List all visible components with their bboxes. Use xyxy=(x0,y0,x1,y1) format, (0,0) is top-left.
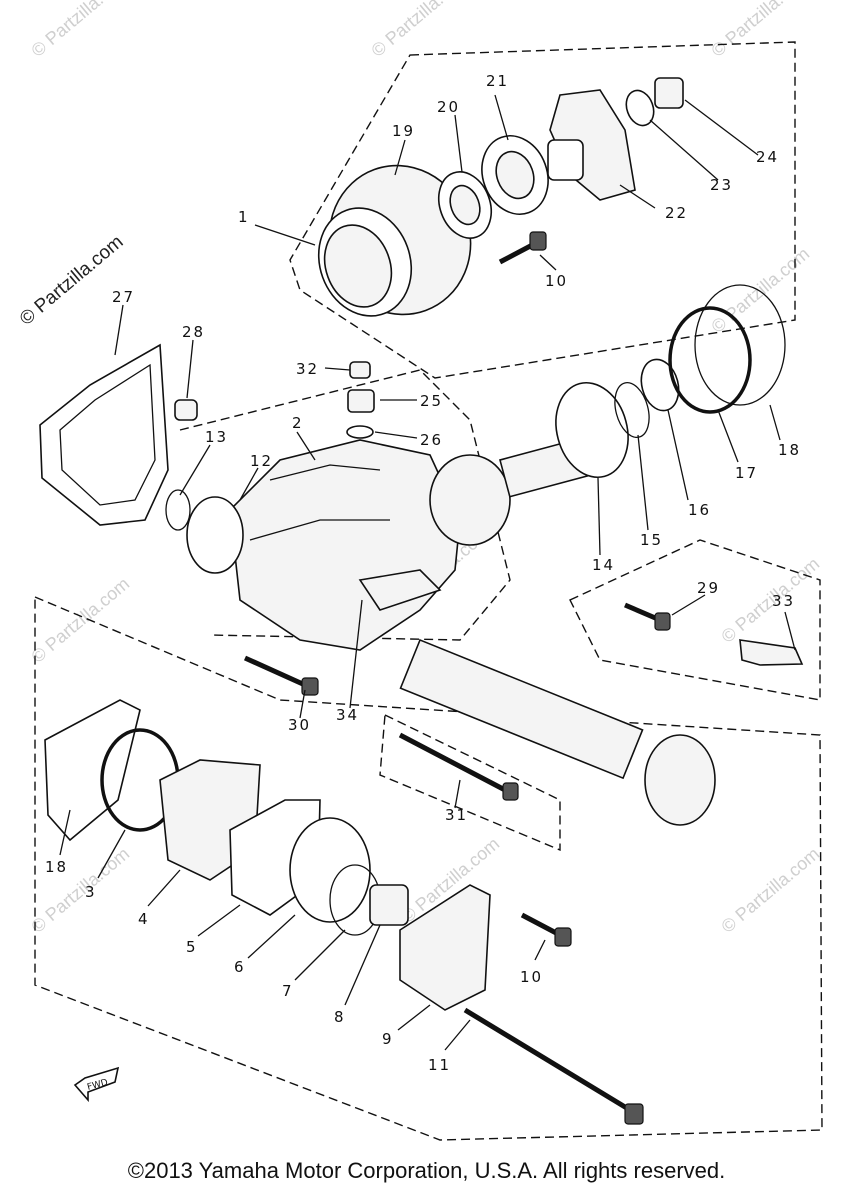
part-11-long-bolt xyxy=(463,1007,644,1125)
label-10-lower: 10 xyxy=(520,968,543,986)
label-31: 31 xyxy=(445,806,468,824)
label-18-lower: 18 xyxy=(45,858,68,876)
part-number-labels: 1 2 3 4 5 6 7 8 9 10 10 11 12 13 14 15 1… xyxy=(45,72,801,1074)
part-15-ring xyxy=(614,381,650,439)
part-31-stud xyxy=(398,732,519,801)
label-18-upper: 18 xyxy=(778,441,801,459)
part-24-nut xyxy=(654,77,684,109)
label-25: 25 xyxy=(420,392,443,410)
fwd-arrow-icon: FWD xyxy=(73,1066,120,1103)
label-5: 5 xyxy=(186,938,198,956)
part-10-upper-bolt xyxy=(498,231,547,265)
label-4: 4 xyxy=(138,910,150,928)
part-18-upper-gasket xyxy=(694,284,786,406)
label-11: 11 xyxy=(428,1056,451,1074)
part-30-stud xyxy=(243,655,319,696)
part-14-bearing xyxy=(555,381,629,479)
label-29: 29 xyxy=(697,579,720,597)
label-32: 32 xyxy=(296,360,319,378)
lower-group-outline xyxy=(34,595,823,1141)
label-17: 17 xyxy=(735,464,758,482)
label-15: 15 xyxy=(640,531,663,549)
part-23-washer xyxy=(625,89,655,127)
upper-group-outline xyxy=(289,41,796,379)
label-21: 21 xyxy=(486,72,509,90)
label-2: 2 xyxy=(292,414,304,432)
part-34-ring xyxy=(358,569,442,611)
part-9-end-cap xyxy=(399,884,491,1011)
part-13-circlip xyxy=(165,489,191,531)
part-29-bolt xyxy=(624,602,671,631)
part-18-lower-gasket xyxy=(44,699,141,842)
label-8: 8 xyxy=(334,1008,346,1026)
label-23: 23 xyxy=(710,176,733,194)
label-24: 24 xyxy=(756,148,779,166)
part-17-oring xyxy=(668,306,752,414)
label-34: 34 xyxy=(336,706,359,724)
label-13: 13 xyxy=(205,428,228,446)
part-27-gasket xyxy=(39,343,169,526)
label-27: 27 xyxy=(112,288,135,306)
part-16-spacer xyxy=(640,358,680,412)
label-14: 14 xyxy=(592,556,615,574)
label-26: 26 xyxy=(420,431,443,449)
leader-lines xyxy=(59,94,796,1051)
shaft-group-outline xyxy=(379,713,561,852)
part-2-housing xyxy=(229,439,461,651)
part-20-seal xyxy=(437,171,493,239)
label-3: 3 xyxy=(85,883,97,901)
drive-shaft xyxy=(399,638,716,826)
label-30: 30 xyxy=(288,716,311,734)
part-8-nut xyxy=(369,884,409,926)
label-9: 9 xyxy=(382,1030,394,1048)
label-28: 28 xyxy=(182,323,205,341)
part-25-plug xyxy=(347,389,375,413)
part-28-dowel xyxy=(174,399,198,421)
part-6-bearing xyxy=(289,817,371,923)
part-32-cap xyxy=(349,361,371,379)
right-group-outline xyxy=(569,539,821,701)
part-21-bearing xyxy=(481,135,549,215)
label-22: 22 xyxy=(665,204,688,222)
label-33: 33 xyxy=(772,592,795,610)
part-19-housing xyxy=(317,164,472,317)
part-33-bracket xyxy=(739,639,804,666)
part-22-flange xyxy=(547,89,636,201)
label-19: 19 xyxy=(392,122,415,140)
part-10-lower-bolt xyxy=(520,912,572,947)
copyright-notice: ©2013 Yamaha Motor Corporation, U.S.A. A… xyxy=(127,1158,726,1183)
label-12: 12 xyxy=(250,452,273,470)
label-6: 6 xyxy=(234,958,246,976)
label-7: 7 xyxy=(282,982,294,1000)
label-16: 16 xyxy=(688,501,711,519)
label-1: 1 xyxy=(238,208,250,226)
part-12-bearing xyxy=(186,496,244,574)
part-26-washer xyxy=(346,425,374,439)
label-20: 20 xyxy=(437,98,460,116)
label-10-upper: 10 xyxy=(545,272,568,290)
